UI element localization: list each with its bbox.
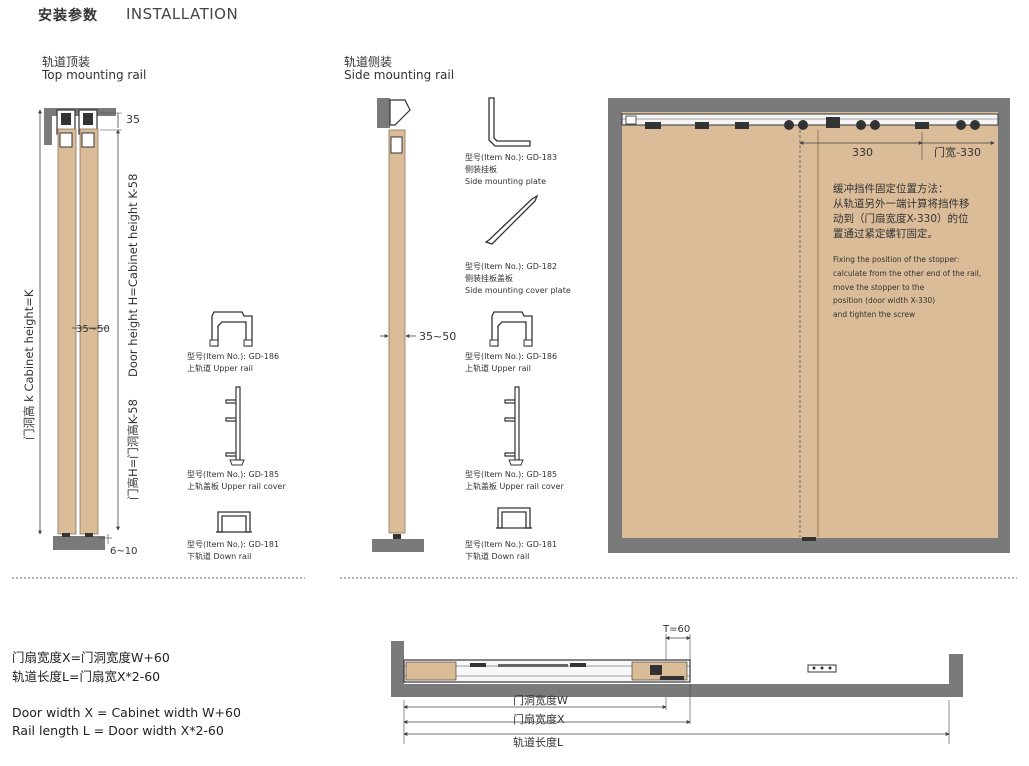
top-mount-drawing <box>38 108 122 550</box>
dim-35-50-side: 35~50 <box>419 330 456 343</box>
side-mount-drawing <box>372 98 424 552</box>
plan-view <box>391 634 963 744</box>
part-name-en: Side mounting plate <box>465 177 546 186</box>
part-item: 型号(Item No.): GD-185 <box>465 470 557 479</box>
gd182-profile <box>484 194 539 245</box>
part-name-cn: 上轨盖板 Upper rail cover <box>465 481 564 491</box>
part-name-cn: 上轨道 Upper rail <box>187 363 253 373</box>
part-name-cn: 侧装挂板 <box>465 164 497 174</box>
label-cabinet-height: 门洞高 k Cabinet height=K <box>22 289 36 440</box>
formula-en-1: Door width X = Cabinet width W+60 <box>12 705 241 720</box>
part-name-cn: 上轨道 Upper rail <box>465 363 531 373</box>
formula-cn-1: 门扇宽度X=门洞宽度W+60 <box>12 650 170 665</box>
dim-t60: T=60 <box>662 624 690 635</box>
part-item: 型号(Item No.): GD-186 <box>465 352 557 361</box>
header-title-en: INSTALLATION <box>126 5 239 23</box>
part-name-en: Side mounting cover plate <box>465 286 571 295</box>
header-title-cn: 安装参数 <box>38 8 98 24</box>
part-item: 型号(Item No.): GD-182 <box>465 262 557 271</box>
part-name-cn: 下轨道 Down rail <box>465 551 529 561</box>
side-mount-title-en: Side mounting rail <box>344 68 455 82</box>
formula-cn-2: 轨道长度L=门扇宽X*2-60 <box>12 669 161 684</box>
part-item: 型号(Item No.): GD-185 <box>187 470 279 479</box>
formula-en-2: Rail length L = Door width X*2-60 <box>12 723 224 738</box>
gd185-profile-side <box>504 386 520 461</box>
dim-35: 35 <box>126 113 140 126</box>
svg-text:calculate from the other end o: calculate from the other end of the rail… <box>833 269 981 278</box>
dim-330: 330 <box>852 146 873 159</box>
part-item: 型号(Item No.): GD-181 <box>187 540 279 549</box>
part-name-cn: 下轨道 Down rail <box>187 551 251 561</box>
gd181-profile-side <box>497 507 531 529</box>
svg-text:从轨道另外一端计算将挡件移: 从轨道另外一端计算将挡件移 <box>833 197 970 210</box>
top-mount-title-cn: 轨道顶装 <box>42 55 91 69</box>
dim-cabinet-width: 门洞宽度W <box>513 693 568 707</box>
svg-text:置通过紧定螺钉固定。: 置通过紧定螺钉固定。 <box>833 227 938 240</box>
side-mount-title-cn: 轨道侧装 <box>344 55 393 69</box>
svg-text:position (door width X-330): position (door width X-330) <box>833 296 935 305</box>
part-item: 型号(Item No.): GD-186 <box>187 352 279 361</box>
gd185-profile-left <box>225 386 241 461</box>
part-name-cn: 上轨盖板 Upper rail cover <box>187 481 286 491</box>
label-door-height-en: Door height H=Cabinet height K-58 <box>126 174 140 377</box>
part-name-cn: 侧装挂板盖板 <box>465 273 513 283</box>
svg-text:动到（门扇宽度X-330）的位: 动到（门扇宽度X-330）的位 <box>833 212 969 225</box>
gd181-profile-left <box>217 511 251 533</box>
svg-text:and tighten the screw: and tighten the screw <box>833 310 915 319</box>
gd183-profile <box>488 97 531 147</box>
front-view <box>608 98 1010 553</box>
svg-text:Fixing the position of the sto: Fixing the position of the stopper: <box>833 255 959 264</box>
part-item: 型号(Item No.): GD-183 <box>465 153 557 162</box>
dim-door-width-330: 门宽-330 <box>934 145 981 159</box>
dim-rail-length: 轨道长度L <box>513 735 564 749</box>
dim-35-50-top: 35~50 <box>76 324 110 335</box>
top-mount-title-en: Top mounting rail <box>42 68 147 82</box>
svg-text:缓冲挡件固定位置方法：: 缓冲挡件固定位置方法： <box>833 182 949 195</box>
dim-door-width: 门扇宽度X <box>513 712 565 726</box>
svg-text:move the stopper to the: move the stopper to the <box>833 283 925 292</box>
stopper-note-en: Fixing the position of the stopper: calc… <box>833 255 981 319</box>
part-item: 型号(Item No.): GD-181 <box>465 540 557 549</box>
stopper-note-cn: 缓冲挡件固定位置方法： 从轨道另外一端计算将挡件移 动到（门扇宽度X-330）的… <box>833 182 970 240</box>
dim-6-10: 6~10 <box>110 546 137 557</box>
label-door-height-cn: 门高H=门洞高K-58 <box>126 399 140 500</box>
